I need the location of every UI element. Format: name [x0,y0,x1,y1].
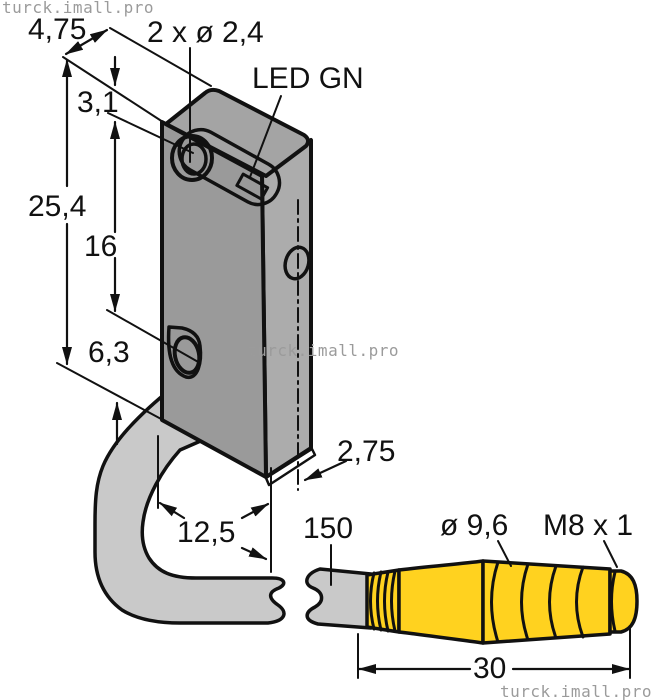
dim-hole-top-offset-label: 3,1 [77,86,119,119]
sensor-body [160,87,317,491]
barrel-ring [490,560,500,644]
mounting-hole-top [180,142,208,176]
dim-connector-diameter-label: ø 9,6 [440,509,508,542]
led-gn-label: LED GN [252,62,364,95]
watermark-bottom-right: turck.imall.pro [500,682,652,700]
boot-rib [383,570,390,633]
dim-hole-bottom-offset-label: 6,3 [88,336,130,369]
dimension-lines [56,27,631,679]
dim-bottom-wall-label: 2,75 [337,435,395,468]
mounting-hole-top-ring [170,134,214,182]
body-side-face [260,138,313,479]
boot-rib [369,571,376,631]
watermark-top-left: turck.imall.pro [2,0,154,17]
dim-connector-thread-label: M8 x 1 [543,509,633,542]
dim-hole-spacing-label: 16 [84,230,117,263]
led-window [235,172,270,201]
m8-connector [365,559,639,645]
barrel-ring [520,562,530,642]
boot-rib [376,570,383,632]
body-top-face [164,87,311,178]
watermark-center: turck.imall.pro [247,341,399,360]
barrel-ring [575,565,585,639]
connector-taper [397,559,485,645]
connector-barrel [481,559,612,645]
connector-tip [608,569,639,634]
cable-to-connector [305,567,373,630]
tip-ring [610,570,617,633]
dim-mounting-holes-label: 2 x ø 2,4 [147,16,264,49]
dim-cable-length-label: 150 [303,512,353,545]
side-hole [283,245,311,281]
dim-body-width-label: 12,5 [177,516,235,549]
dim-body-height-label: 25,4 [28,190,86,223]
dim-connector-length-label: 30 [473,652,506,685]
cable-loop [93,386,286,625]
boot-rib [390,569,397,633]
mounting-hole-bottom [172,335,202,375]
dim-top-edge-width-label: 4,75 [28,13,86,46]
barrel-ring [548,564,558,640]
